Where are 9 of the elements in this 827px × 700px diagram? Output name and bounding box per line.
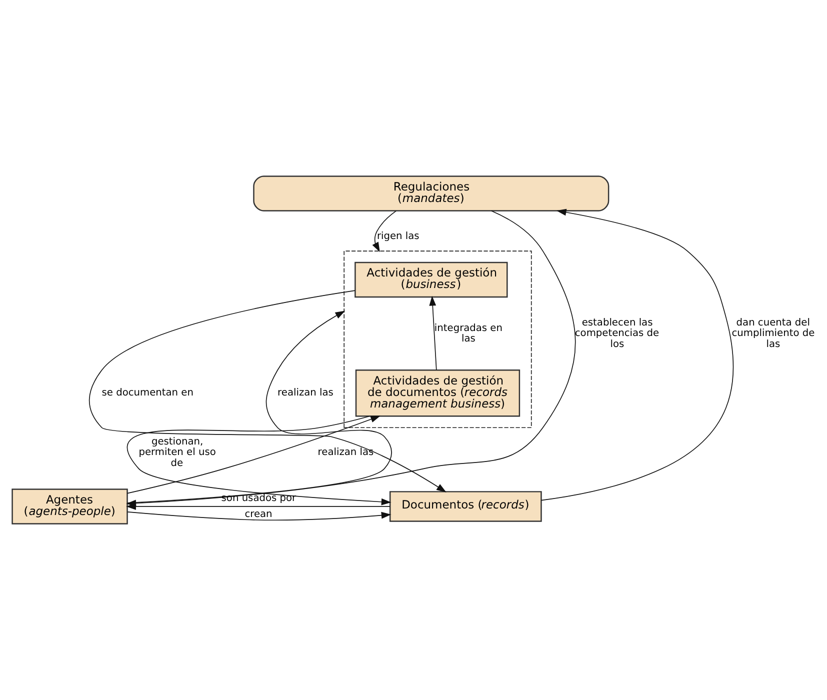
edge-label: se documentan en xyxy=(102,388,194,399)
edge-label: dan cuenta del cumplimiento de las xyxy=(732,317,815,350)
edge-label: establecen las competencias de los xyxy=(574,317,660,350)
edge-label: realizan las xyxy=(278,388,334,399)
edge-label: rigen las xyxy=(376,231,420,242)
edge-label: realizan las xyxy=(318,447,374,458)
edge-label: crean xyxy=(244,508,272,520)
edge-label: integradas en las xyxy=(434,322,503,344)
edge-label: gestionan, permiten el uso de xyxy=(138,436,216,469)
